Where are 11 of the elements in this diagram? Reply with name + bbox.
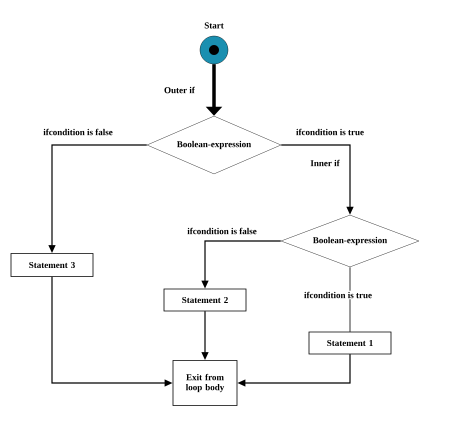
node-label: Start [204,22,224,28]
note-label: Inner if [310,160,340,166]
edge-label: ifcondition is false [186,226,258,236]
edge-label: ifcondition is false [42,128,114,136]
process-box: Exit from loop body [172,360,238,406]
edge-label: Outer if [163,86,196,94]
edge-label: ifcondition is true [303,290,373,300]
process-box: Statement 2 [164,288,246,312]
process-box: Statement 3 [10,253,94,277]
edge-label: ifcondition is true [295,128,365,136]
process-box: Statement 1 [308,332,392,354]
